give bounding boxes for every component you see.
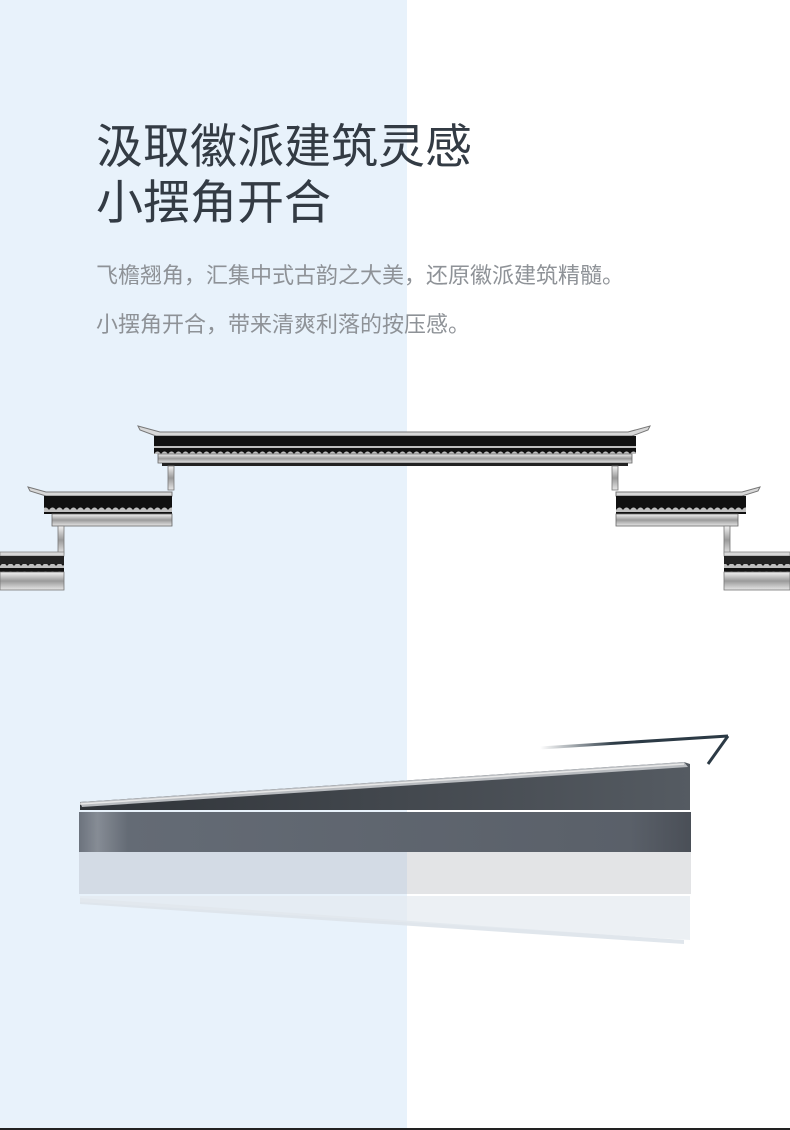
description-line-2: 小摆角开合，带来清爽利落的按压感。	[96, 313, 471, 338]
title-line-1: 汲取徽派建筑灵感	[96, 120, 472, 175]
title-line-2: 小摆角开合	[96, 176, 331, 231]
roof-right-middle-tier	[615, 486, 761, 555]
roof-right-bottom-tier	[723, 551, 790, 591]
description: 飞檐翘角，汇集中式古韵之大美，还原徽派建筑精髓。 小摆角开合，带来清爽利落的按压…	[96, 252, 624, 350]
roof-left-bottom-tier	[0, 551, 65, 591]
description-line-1: 飞檐翘角，汇集中式古韵之大美，还原徽派建筑精髓。	[96, 264, 625, 289]
bottom-border	[0, 1128, 790, 1130]
roof-left-middle-tier	[27, 486, 173, 555]
background-blue-panel	[0, 0, 407, 1130]
roof-top-tier	[137, 425, 651, 491]
switch-illustration	[79, 734, 730, 944]
page-title: 汲取徽派建筑灵感 小摆角开合	[96, 120, 472, 232]
